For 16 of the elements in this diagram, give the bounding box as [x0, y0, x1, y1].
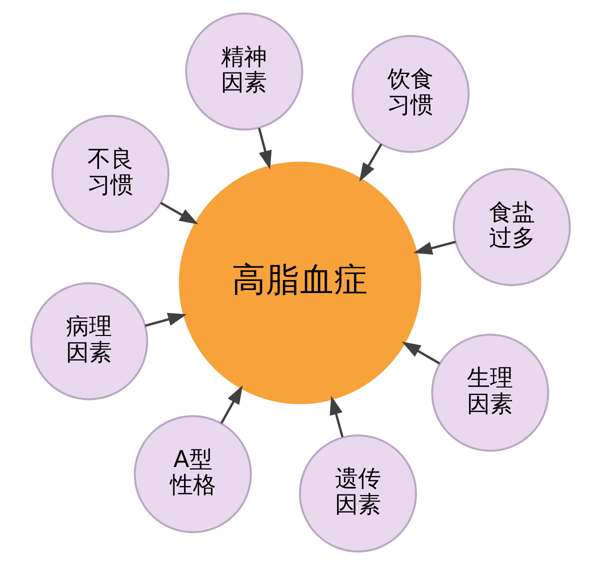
node-circle: 遗传因素: [298, 434, 416, 552]
arrow: [144, 312, 186, 327]
node-circle: 病理因素: [30, 282, 148, 400]
arrow: [160, 202, 198, 224]
node-circle: 饮食习惯: [351, 34, 470, 153]
node-circle: 食盐过多: [452, 168, 570, 286]
arrow: [412, 240, 456, 255]
arrow: [258, 128, 272, 170]
arrow: [358, 144, 382, 182]
node-circle: 生理因素: [430, 334, 549, 452]
arrow: [329, 396, 344, 438]
node-circle: 精神因素: [184, 12, 303, 131]
node-circle: A型性格: [133, 415, 252, 534]
arrow: [220, 385, 242, 424]
node-circle: 不良习惯: [50, 114, 169, 233]
arrow: [401, 342, 440, 365]
